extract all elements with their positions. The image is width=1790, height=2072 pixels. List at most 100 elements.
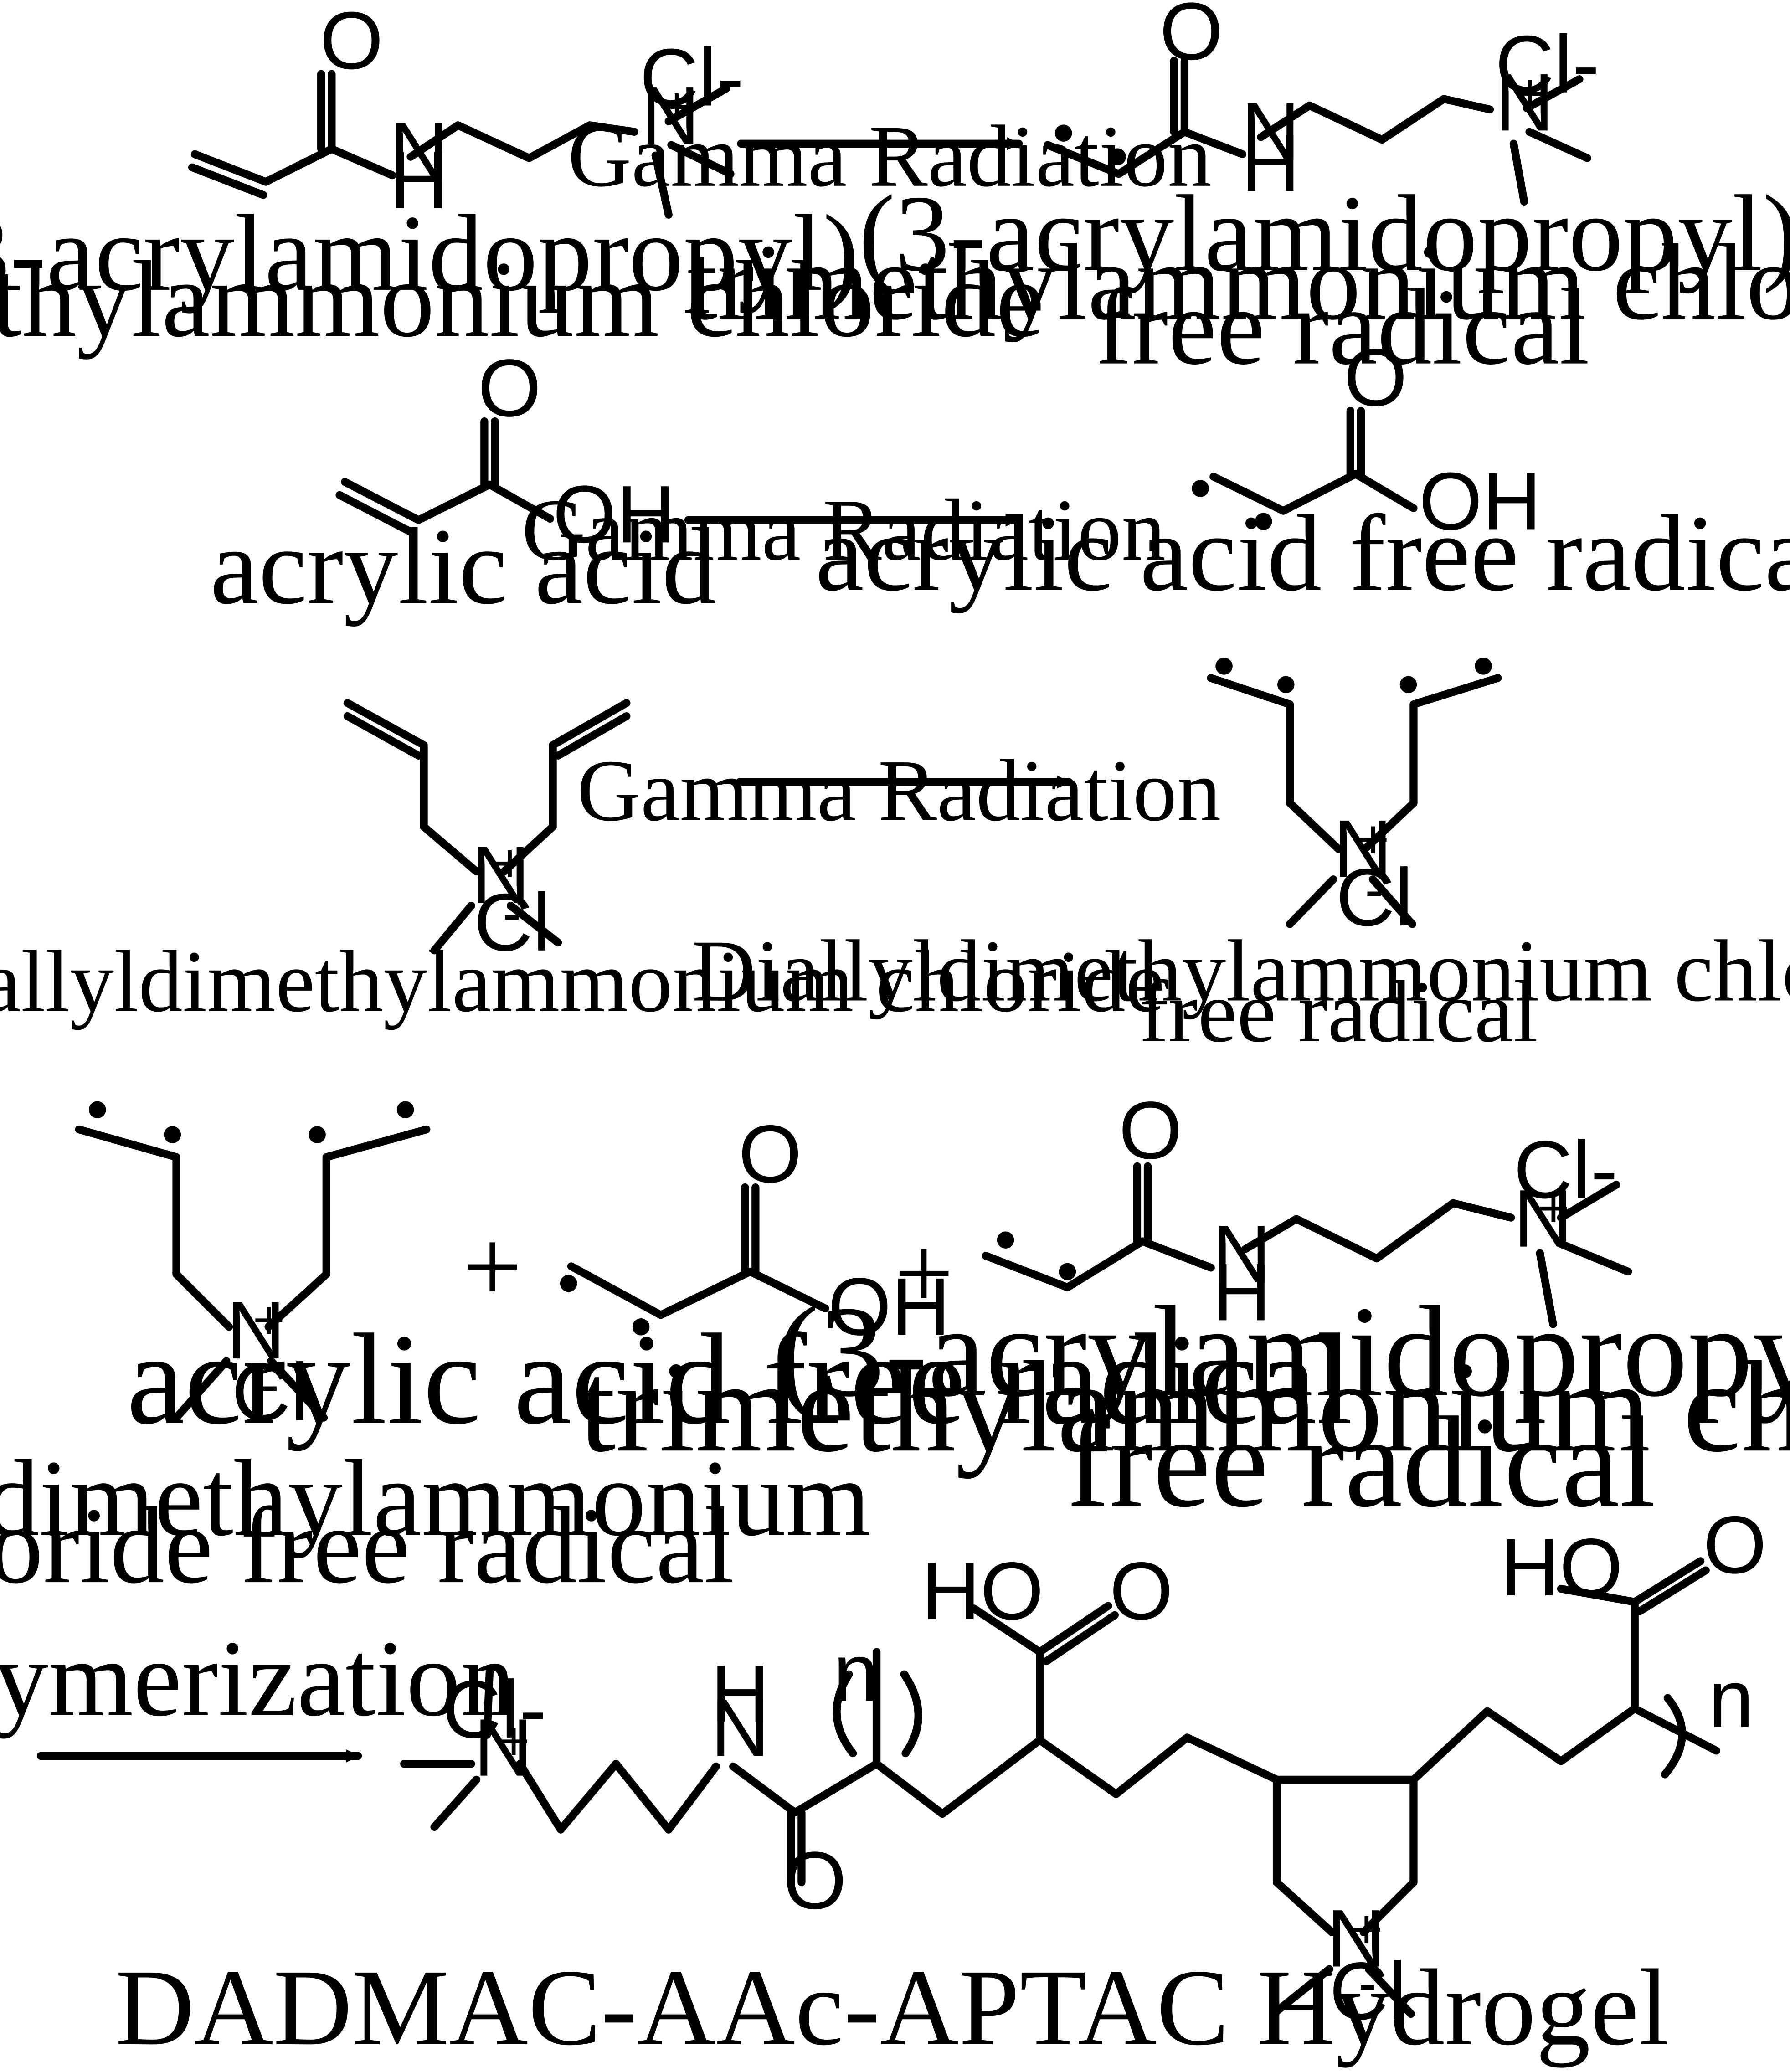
nitrogen-atom: N [474,1702,533,1793]
dadmac-radical-label-line-1: Diallyldimethylammonium chloride [692,922,1790,1020]
aptac-radical-reactant-label: (3-acrylamidopropyl) trimethylammonium c… [579,1279,1790,1534]
negative-charge: - [503,882,521,944]
radical-dot [632,1318,650,1336]
acrylic-acid-radical-structure: O OH [1192,332,1541,547]
hydrogen-atom: H [1212,1246,1271,1337]
hydroxyl-group: OH [828,1261,951,1352]
aptac-radical-reactant-label-line-3: free radical [1066,1390,1656,1534]
hydroxyl-group: HO [1501,1522,1623,1613]
aptac-radical-label-line-2: trimethylammonium chloride [687,221,1790,342]
positive-charge: + [1357,808,1389,870]
nitrogen-atom: N [1333,803,1392,894]
plus-sign: + [894,1214,953,1331]
dadmac-radical-label: Diallyldimethylammonium chloride free ra… [692,922,1790,1061]
gamma-arrow-3: Gamma Radiation [577,742,1221,839]
radical-dot [1277,676,1295,694]
dadmac-radical-structure: N + Cl - [1207,658,1502,943]
nitrogen-atom: N [390,105,448,196]
dadmac-radical-label-line-2: free radical [1139,963,1538,1060]
radical-dot [1475,658,1492,675]
aptac-label: (3-acrylamidopropyl) trimethylammonium c… [0,192,1044,360]
acrylic-acid-radical-reactant: O OH [560,1108,950,1352]
nitrogen-atom: N [1513,1173,1572,1264]
radical-dot [560,1275,577,1292]
aptac-label-line-2: trimethylammonium chloride [0,238,1044,360]
dadmac-radical-reactant-label-line-1: Diallyldimethylammonium [0,1437,870,1558]
radical-dot [1059,1263,1076,1280]
negative-charge: - [1365,858,1383,920]
repeat-unit-n: n [1708,1653,1754,1744]
positive-charge: + [498,1710,530,1772]
gamma-radiation-label: Gamma Radiation [577,742,1221,839]
product-label: DADMAC-AAc-APTAC Hydrogel [115,1947,1669,2068]
plus-sign: + [463,1208,522,1325]
gamma-radiation-label: Gamma Radiation [568,108,1212,205]
negative-charge: - [1358,1952,1377,2014]
oxygen-atom: O [738,1108,802,1199]
aptac-radical-label-line-3: free radical [1096,266,1589,387]
acrylic-acid-structure: O OH [335,342,675,560]
nitrogen-atom: N [1241,86,1300,177]
radical-dot [997,1231,1014,1249]
hydrogen-atom: H [390,134,448,226]
radical-dot [1399,676,1417,694]
oxygen-atom: O [1160,0,1223,77]
repeat-unit-n: n [833,1627,879,1718]
hydrogen-atom: H [711,1648,770,1739]
acrylic-acid-radical-reactant-label: acrylic acid free radical [127,1307,1353,1452]
aptac-radical-reactant-label-line-1: (3-acrylamidopropyl) [776,1279,1790,1424]
chloride-ion: Cl- [442,1664,546,1755]
acrylic-acid-radical-label: acrylic acid free radical [815,492,1790,613]
nitrogen-atom: N [711,1682,770,1773]
hydrogen-atom: H [1241,117,1300,208]
oxygen-atom: O [478,342,541,433]
polymerization-label: Polymerization [0,1618,515,1739]
positive-charge: + [1513,62,1546,124]
radical-dot [1054,124,1072,142]
nitrogen-atom: N [1212,1208,1271,1300]
radical-dot [164,1126,181,1143]
nitrogen-atom: N [641,70,700,161]
polymerization-arrow: Polymerization [0,1618,515,1763]
radical-dot [396,1101,414,1119]
positive-charge: + [253,1289,285,1351]
aptac-structure: O N H N + Cl- [188,0,744,226]
gamma-arrow-1: Gamma Radiation [568,108,1212,205]
hydroxyl-group: OH [553,468,675,560]
radical-dot [309,1126,326,1143]
nitrogen-atom: N [226,1285,285,1376]
aptac-radical-reactant-label-line-2: trimethylammonium chloride [579,1334,1790,1479]
positive-charge: + [1537,1177,1569,1239]
chloride-ion: Cl [231,1347,309,1438]
chloride-ion: Cl [474,877,551,968]
gamma-arrow-2: Gamma Radiation [522,481,1166,579]
chloride-ion: Cl [1336,852,1413,943]
nitrogen-atom: N [1495,57,1554,148]
aptac-radical-reactant: O N H N + Cl- [982,1085,1632,1337]
dadmac-radical-reactant-label: Diallyldimethylammonium chloride free ra… [0,1437,898,1606]
radical-dot [1255,513,1272,530]
gamma-radiation-label: Gamma Radiation [522,481,1166,579]
aptac-label-line-1: (3-acrylamidopropyl) [0,192,859,314]
hydroxyl-group: HO [921,1545,1044,1636]
dadmac-structure: N + Cl - [343,699,631,968]
oxygen-atom: O [783,1835,847,1926]
chloride-ion: Cl- [1495,19,1600,110]
dadmac-radical-reactant-label-line-2: chloride free radical [0,1485,735,1606]
radical-dot [1192,480,1209,497]
nitrogen-atom: N [471,829,530,920]
aptac-radical-label-line-1: (3-acrylamidopropyl) [859,173,1790,294]
oxygen-atom: O [1119,1085,1182,1176]
oxygen-atom: O [320,0,383,86]
positive-charge: + [1350,1898,1383,1960]
radical-dot [1109,148,1126,165]
chloride-ion: Cl- [640,32,744,123]
dadmac-radical-reactant: N + Cl - [75,1101,431,1438]
chloride-ion: Cl [1329,1945,1406,2036]
oxygen-atom: O [1110,1545,1173,1636]
chloride-ion: Cl- [1513,1124,1618,1215]
acrylic-acid-label: acrylic acid [210,505,716,627]
nitrogen-atom: N [1327,1892,1385,1984]
hydrogel-structure: N + Cl- N H O n HO O N + Cl - HO [400,1499,1767,2036]
